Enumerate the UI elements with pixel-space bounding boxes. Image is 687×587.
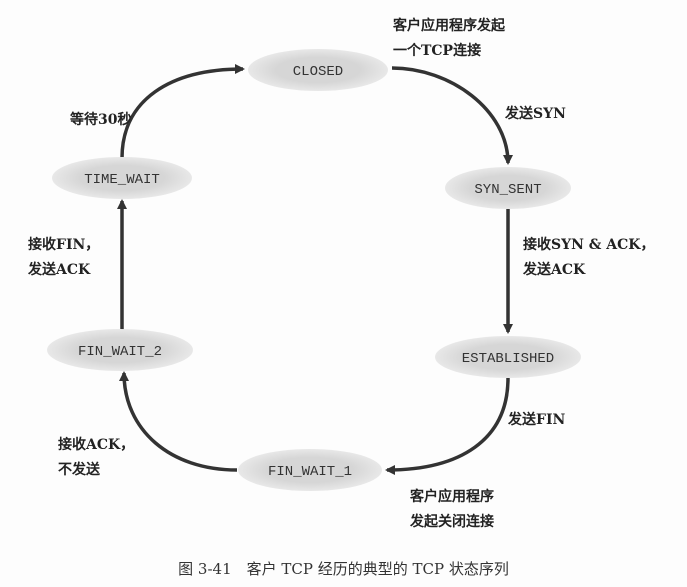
label-open-connection: 客户应用程序发起 一个TCP连接 <box>393 14 505 64</box>
label-line: 客户应用程序 <box>410 489 494 505</box>
svg-text:FIN_WAIT_1: FIN_WAIT_1 <box>268 464 352 480</box>
svg-text:SYN_SENT: SYN_SENT <box>474 182 541 198</box>
svg-text:CLOSED: CLOSED <box>293 64 343 80</box>
label-close-connection: 客户应用程序 发起关闭连接 <box>410 485 494 535</box>
label-line: 客户应用程序发起 <box>393 18 505 34</box>
svg-text:ESTABLISHED: ESTABLISHED <box>462 351 554 367</box>
label-line: 不发送 <box>58 462 100 478</box>
label-line: 接收SYN & ACK， <box>523 237 655 253</box>
label-line: 一个TCP连接 <box>393 43 482 59</box>
state-established: ESTABLISHED <box>435 336 581 378</box>
state-fin-wait-1: FIN_WAIT_1 <box>238 449 382 491</box>
label-send-syn: 发送SYN <box>505 106 566 122</box>
label-recv-fin-send-ack: 接收FIN， 发送ACK <box>28 233 99 283</box>
label-line: 接收FIN， <box>28 237 100 253</box>
label-line: 发送ACK <box>523 262 586 278</box>
label-wait-30s: 等待30秒 <box>70 112 132 128</box>
state-closed: CLOSED <box>248 49 388 91</box>
arrow-established-to-fin-wait-1 <box>385 377 510 475</box>
label-send-fin: 发送FIN <box>508 412 566 428</box>
arrow-closed-to-syn-sent <box>391 66 513 165</box>
label-recv-synack-send-ack: 接收SYN & ACK， 发送ACK <box>523 233 654 283</box>
arrow-time-wait-to-closed <box>120 64 245 159</box>
state-fin-wait-2: FIN_WAIT_2 <box>47 329 193 371</box>
label-line: 发送ACK <box>28 262 91 278</box>
label-line: 发起关闭连接 <box>410 514 494 530</box>
figure-caption: 图 3-41 客户 TCP 经历的典型的 TCP 状态序列 <box>178 560 509 578</box>
label-line: 接收ACK， <box>58 437 135 453</box>
svg-text:FIN_WAIT_2: FIN_WAIT_2 <box>78 344 162 360</box>
svg-text:TIME_WAIT: TIME_WAIT <box>84 172 160 188</box>
label-recv-ack-no-send: 接收ACK， 不发送 <box>58 433 134 483</box>
state-time-wait: TIME_WAIT <box>52 157 192 199</box>
arrow-fin-wait-1-to-fin-wait-2 <box>119 371 238 472</box>
state-syn-sent: SYN_SENT <box>445 167 571 209</box>
